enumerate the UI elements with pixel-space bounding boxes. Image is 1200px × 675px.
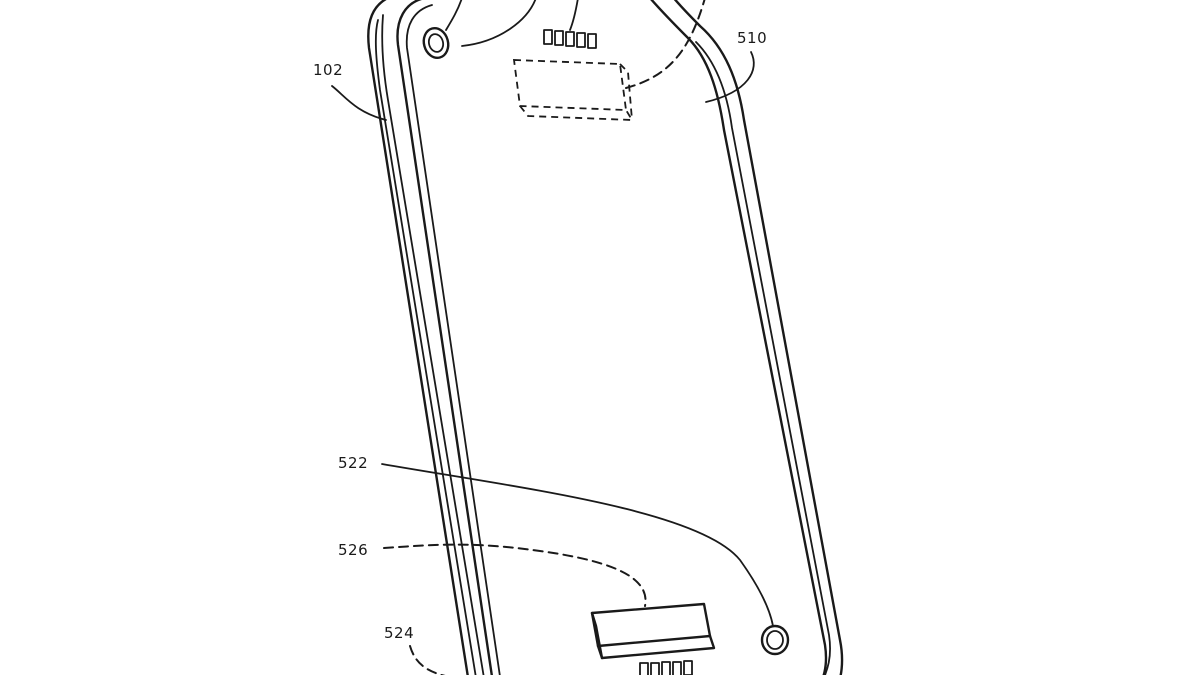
top-grille-icon bbox=[543, 29, 597, 49]
reference-numeral-102: 102 bbox=[313, 61, 343, 79]
top-camera-icon bbox=[422, 26, 450, 60]
top-leader-lines bbox=[445, 0, 706, 89]
bottom-module bbox=[590, 602, 716, 660]
device-housing bbox=[367, 0, 844, 675]
bottom-grille-icon bbox=[639, 660, 693, 675]
reference-numeral-526: 526 bbox=[338, 541, 368, 559]
reference-numeral-522: 522 bbox=[338, 454, 368, 472]
label-510: 510 bbox=[705, 29, 767, 103]
reference-numeral-510: 510 bbox=[737, 29, 767, 47]
label-522: 522 bbox=[338, 454, 774, 627]
label-524: 524 bbox=[384, 624, 446, 675]
bottom-camera-icon bbox=[760, 624, 790, 656]
front-panel bbox=[396, 0, 831, 675]
label-102: 102 bbox=[313, 61, 387, 121]
reference-numeral-524: 524 bbox=[384, 624, 414, 642]
label-526: 526 bbox=[338, 541, 647, 607]
top-module-dashed bbox=[512, 59, 634, 121]
